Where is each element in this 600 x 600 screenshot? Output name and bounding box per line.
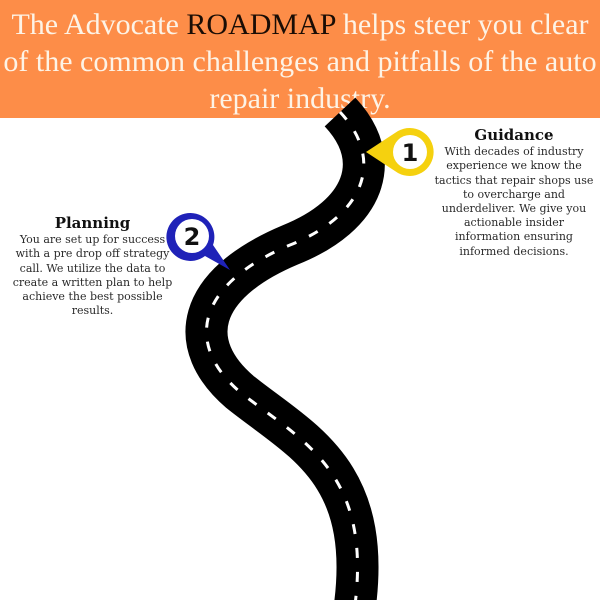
step-planning-title: Planning	[54, 214, 131, 232]
step-guidance: Guidance With decades of industry experi…	[432, 126, 596, 259]
step-guidance-title: Guidance	[474, 126, 554, 144]
pin-2-icon: 2	[166, 212, 230, 270]
pin-2-number: 2	[184, 223, 201, 251]
banner-highlight: ROADMAP	[186, 8, 336, 41]
pin-1-icon: 1	[366, 128, 434, 176]
step-planning: Planning You are set up for success with…	[10, 214, 175, 318]
step-planning-body: You are set up for success with a pre dr…	[12, 233, 173, 318]
banner-text-start: The Advocate	[11, 8, 187, 41]
banner-text-end: helps steer you clear of the common chal…	[3, 8, 597, 115]
pin-1-number: 1	[402, 139, 419, 167]
step-guidance-body: With decades of industry experience we k…	[434, 145, 594, 258]
header-banner: The Advocate ROADMAP helps steer you cle…	[0, 0, 600, 118]
road	[185, 97, 385, 600]
